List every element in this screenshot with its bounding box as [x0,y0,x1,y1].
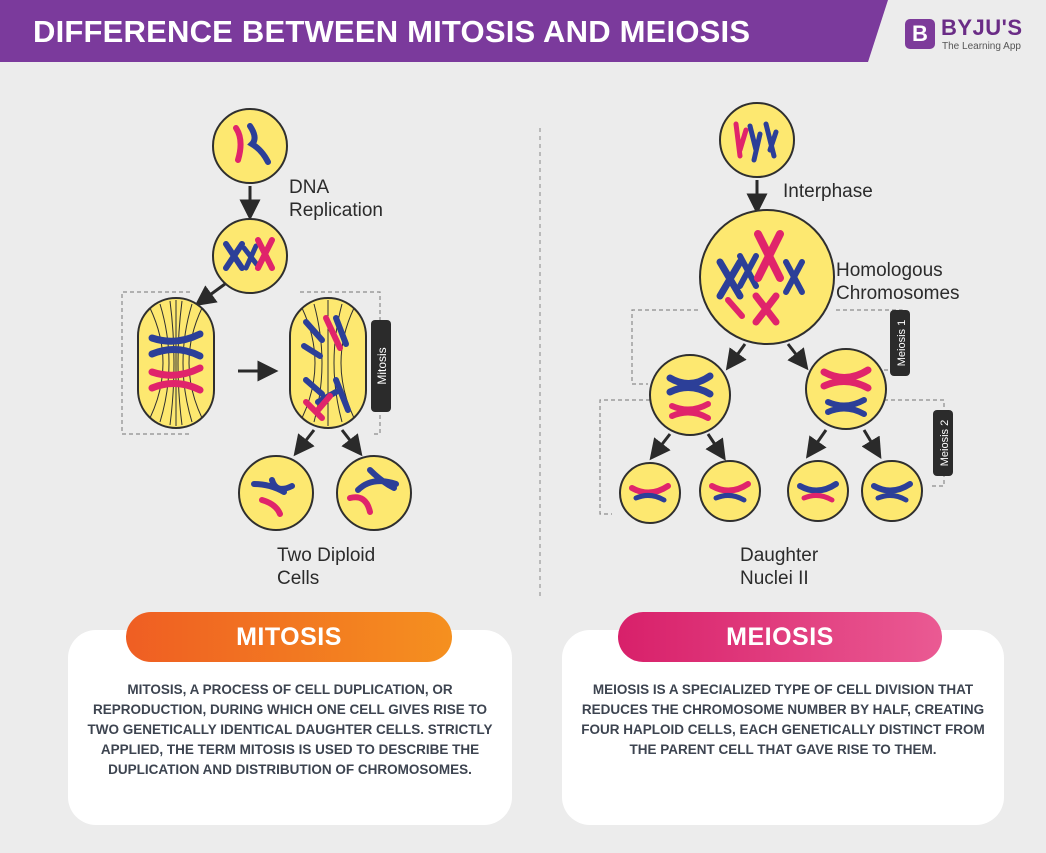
meiosis-1-cell-right [805,348,887,430]
dna-replication-label-line: Replication [289,200,383,221]
meiosis-2-cell-2 [699,460,761,522]
meiosis-card [562,630,1004,825]
meiosis-2-cell-3 [787,460,849,522]
mitosis-diagram: Mitosis [121,108,412,531]
meiosis-description: MEIOSIS IS A SPECIALIZED TYPE OF CELL DI… [581,682,985,757]
arrow-diag-2 [293,429,316,457]
mitosis-bracket-tab [371,320,391,412]
meiosis-2-bracket-tab [933,410,953,476]
arrow-diag-4 [725,343,747,371]
mitosis-card [68,630,512,825]
arrow-diag-3 [340,429,363,457]
logo-mark: B [905,19,935,49]
interphase-label: Interphase [783,181,873,202]
arrow-diag-9 [861,429,882,460]
header-band [0,0,888,62]
mitosis-heading: MITOSIS [126,612,452,662]
arrow-diag-1 [194,282,226,307]
arrow-diag-5 [786,343,809,371]
meiosis-heading: MEIOSIS [618,612,942,662]
meiosis-2-bracket-label: Meiosis 2 [939,420,951,466]
meiosis-2-bracket [599,399,945,515]
two-diploid-cells-label-line: Cells [277,568,320,589]
daughter-nuclei-label-line: Daughter [740,545,819,566]
homologous-chromosomes-label-line: Chromosomes [836,283,960,304]
meiosis-diagram: Meiosis 1 Meiosis 2 [599,102,953,524]
mitosis-anaphase-cell [289,297,367,429]
daughter-nuclei-label-line: Nuclei II [740,568,809,589]
meiosis-2-cell-1 [619,462,681,524]
page-title: DIFFERENCE BETWEEN MITOSIS AND MEIOSIS [33,14,751,49]
meiosis-1-cell-left [649,354,731,436]
meiosis-parent-cell [719,102,795,178]
arrow-diag-8 [805,429,828,459]
mitosis-replicated-cell [212,218,288,294]
logo-tagline: The Learning App [942,41,1021,52]
mitosis-daughter-cell-1 [238,455,314,531]
meiosis-homologous-cell [699,209,835,345]
dna-replication-label-line: DNA [289,177,330,198]
arrow-diag-6 [649,433,672,461]
logo-name: BYJU'S [941,15,1023,40]
byjus-logo: B BYJU'S The Learning App [905,15,1040,59]
mitosis-metaphase-cell [137,297,215,429]
mitosis-description: MITOSIS, A PROCESS OF CELL DUPLICATION, … [87,682,493,777]
meiosis-2-cell-4 [861,460,923,522]
mitosis-parent-cell [212,108,288,184]
homologous-chromosomes-label-line: Homologous [836,260,943,281]
arrow-diag-7 [705,433,726,461]
meiosis-1-bracket-label: Meiosis 1 [896,320,908,366]
two-diploid-cells-label-line: Two Diploid [277,545,376,566]
meiosis-1-bracket-tab [890,310,910,376]
mitosis-bracket-label: Mitosis [375,347,389,384]
mitosis-daughter-cell-2 [336,455,412,531]
